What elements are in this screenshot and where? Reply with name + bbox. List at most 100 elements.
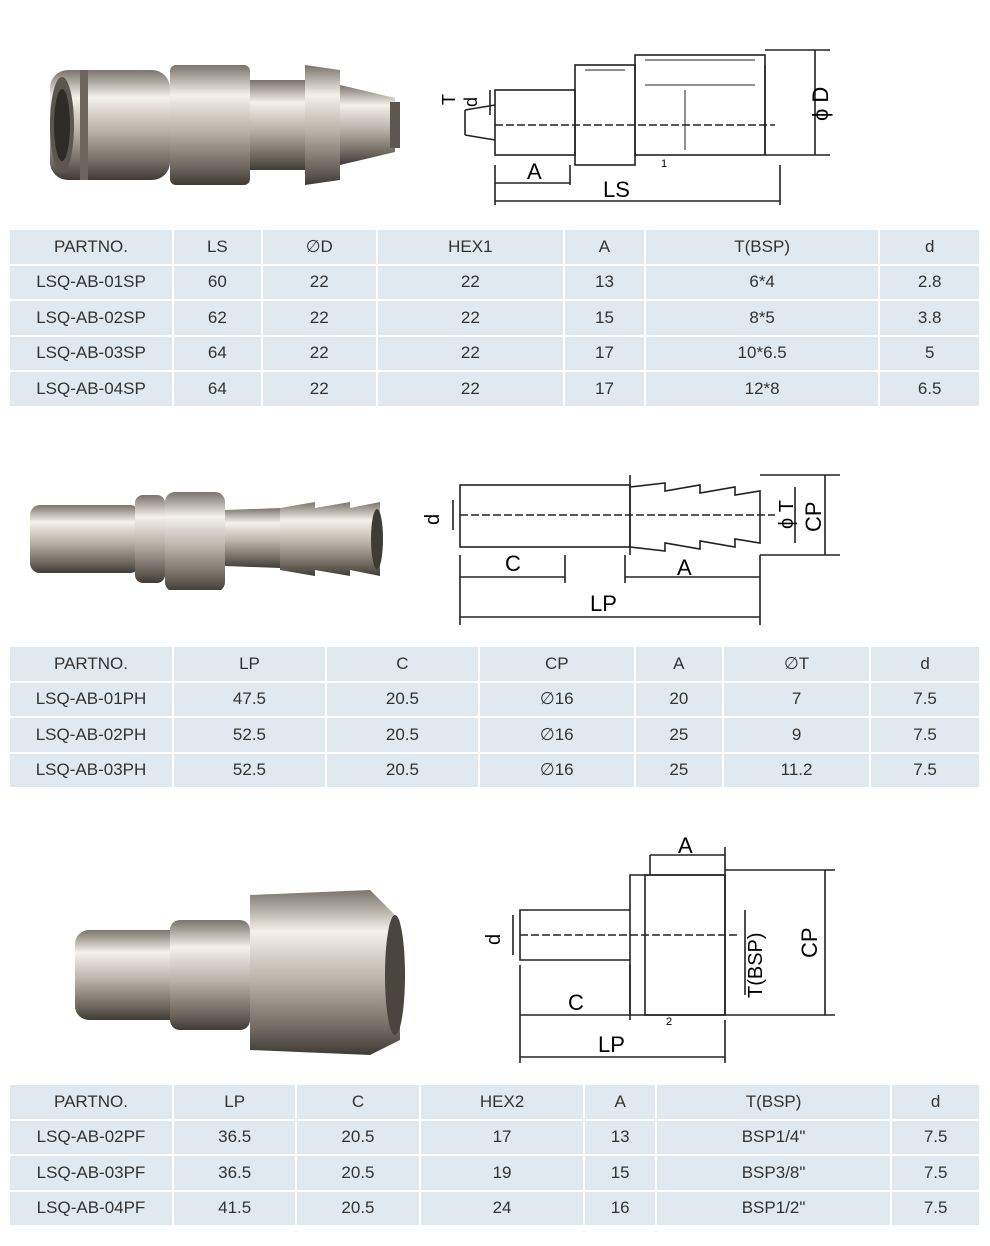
table-cell: BSP1/4" [656,1120,891,1154]
header-a: A [585,1085,655,1119]
socket-sp-photo [50,65,400,185]
drawing-label-CP: CP [797,927,822,958]
table-cell: 64 [174,372,261,406]
header-c: C [326,647,478,681]
table-cell: 20.5 [297,1191,419,1225]
table-cell: BSP1/2" [656,1191,891,1225]
table-cell: 20 [635,682,722,716]
table-cell: 62 [174,301,261,335]
table-cell: 6*4 [645,265,879,299]
table-row: LSQ-AB-03PF 36.5 20.5 19 15 BSP3/8" 7.5 [10,1156,979,1190]
header-diameter: ∅D [262,230,376,264]
table-cell: 20.5 [326,718,478,752]
drawing-label-T: T(BSP) [745,932,767,998]
plug-ph-photo [30,492,383,590]
table-cell: LSQ-AB-02SP [10,301,172,335]
drawing-label-A: A [677,555,692,580]
table-cell: 6.5 [880,372,979,406]
spec-table-ph: PARTNO. LP C CP A ∅T d LSQ-AB-01PH 47.5 … [8,645,981,789]
table-cell: LSQ-AB-03PH [10,753,172,787]
table-cell: 22 [377,265,563,299]
table-cell: 36.5 [174,1156,296,1190]
table-cell: ∅16 [479,718,634,752]
drawing-label-LP: LP [598,1032,625,1057]
table-cell: 25 [635,718,722,752]
drawing-label-T: ϕ T [776,500,798,529]
table-cell: 22 [262,372,376,406]
table-cell: 47.5 [174,682,325,716]
drawing-label-T: T [439,94,459,105]
header-thread: T(BSP) [645,230,879,264]
plug-pf-drawing: A d T(BSP) CP C LP 2 [483,835,835,1063]
drawing-label-d: d [422,514,444,525]
header-partno: PARTNO. [10,230,172,264]
table-cell: 52.5 [174,753,325,787]
table-header-row: PARTNO. LS ∅D HEX1 A T(BSP) d [10,230,979,264]
table-cell: 41.5 [174,1191,296,1225]
drawing-label-d: d [461,97,481,107]
table-cell: 2.8 [880,265,979,299]
table-row: LSQ-AB-02PF 36.5 20.5 17 13 BSP1/4" 7.5 [10,1120,979,1154]
drawing-label-LP: LP [590,591,617,616]
drawing-label-LS: LS [603,177,630,202]
header-lp: LP [174,647,325,681]
table-row: LSQ-AB-04SP 64 22 22 17 12*8 6.5 [10,372,979,406]
table-cell: 15 [565,301,644,335]
table-cell: LSQ-AB-01PH [10,682,172,716]
table-row: LSQ-AB-02PH 52.5 20.5 ∅16 25 9 7.5 [10,718,979,752]
table-cell: LSQ-AB-03SP [10,336,172,370]
table-cell: 17 [565,372,644,406]
spec-table-sp: PARTNO. LS ∅D HEX1 A T(BSP) d LSQ-AB-01S… [8,228,981,408]
header-d: d [880,230,979,264]
table-cell: 13 [585,1120,655,1154]
table-cell: 7 [723,682,870,716]
table-row: LSQ-AB-04PF 41.5 20.5 24 16 BSP1/2" 7.5 [10,1191,979,1225]
table-cell: BSP3/8" [656,1156,891,1190]
table-cell: 9 [723,718,870,752]
drawing-label-A: A [527,159,542,184]
table-cell: 60 [174,265,261,299]
table-header-row: PARTNO. LP C HEX2 A T(BSP) d [10,1085,979,1119]
table-cell: ∅16 [479,682,634,716]
table-cell: 36.5 [174,1120,296,1154]
table-cell: LSQ-AB-02PH [10,718,172,752]
table-cell: 12*8 [645,372,879,406]
header-partno: PARTNO. [10,1085,172,1119]
drawing-label-D: ϕ D [808,87,833,121]
table-header-row: PARTNO. LP C CP A ∅T d [10,647,979,681]
table-cell: 7.5 [871,718,979,752]
table-cell: 64 [174,336,261,370]
table-cell: 13 [565,265,644,299]
table-cell: 17 [565,336,644,370]
table-cell: 10*6.5 [645,336,879,370]
table-cell: 22 [377,301,563,335]
header-ls: LS [174,230,261,264]
table-cell: 25 [635,753,722,787]
header-a: A [565,230,644,264]
table-cell: 22 [377,336,563,370]
table-cell: 11.2 [723,753,870,787]
table-cell: 24 [420,1191,584,1225]
table-cell: LSQ-AB-01SP [10,265,172,299]
table-cell: 20.5 [297,1156,419,1190]
drawing-label-d: d [483,934,505,945]
drawing-label-ref: 1 [661,158,667,170]
table-cell: LSQ-AB-04SP [10,372,172,406]
table-row: LSQ-AB-01SP 60 22 22 13 6*4 2.8 [10,265,979,299]
table-cell: 3.8 [880,301,979,335]
header-lp: LP [174,1085,296,1119]
table-cell: LSQ-AB-04PF [10,1191,172,1225]
header-d: d [871,647,979,681]
drawing-label-ref: 2 [666,1016,672,1028]
table-cell: 15 [585,1156,655,1190]
table-cell: 22 [262,265,376,299]
header-hex1: HEX1 [377,230,563,264]
table-cell: 22 [262,336,376,370]
header-hex2: HEX2 [420,1085,584,1119]
table-cell: 22 [377,372,563,406]
table-cell: 19 [420,1156,584,1190]
table-cell: 17 [420,1120,584,1154]
plug-pf-photo [75,890,405,1055]
table-row: LSQ-AB-01PH 47.5 20.5 ∅16 20 7 7.5 [10,682,979,716]
header-a: A [635,647,722,681]
